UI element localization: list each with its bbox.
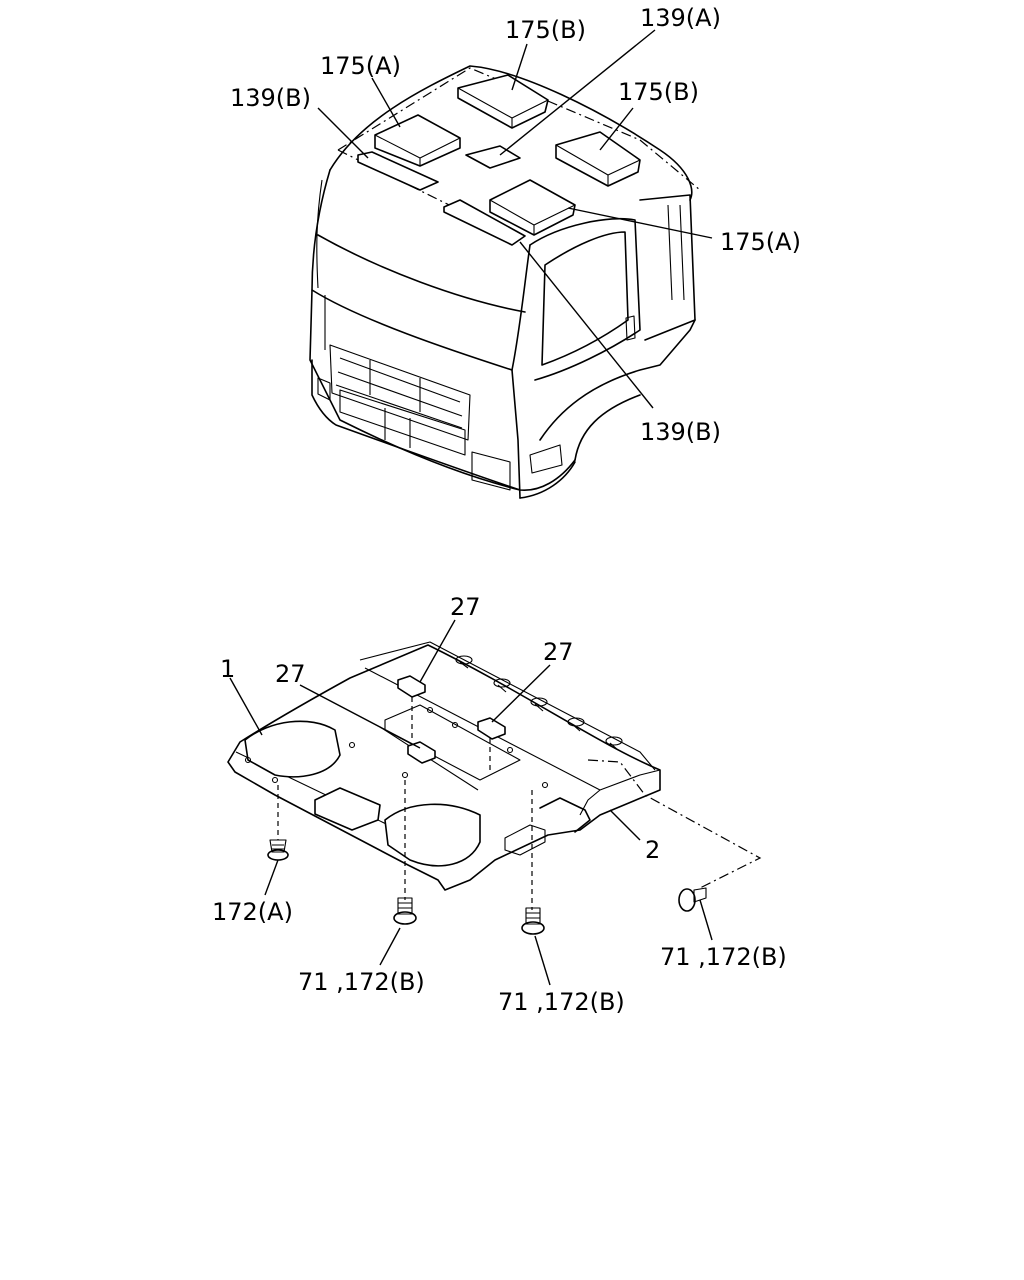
cab-labels: 175(B) 139(A) 175(A) 139(B) 175(B) 175(A…	[230, 4, 801, 446]
label-139a: 139(A)	[640, 4, 721, 32]
label-71-172b-mid: 71 ,172(B)	[498, 988, 625, 1016]
roof-pads	[357, 74, 641, 246]
clip-172b-right-icon	[678, 887, 707, 912]
label-175a-right: 175(A)	[720, 228, 801, 256]
pads-27	[397, 675, 506, 764]
label-27-right: 27	[543, 638, 574, 666]
label-71-172b-right: 71 ,172(B)	[660, 943, 787, 971]
headliner-labels: 27 27 27 1 2 172(A) 71 ,172(B) 71 ,172(B…	[212, 593, 787, 1016]
label-139b-bottom: 139(B)	[640, 418, 721, 446]
label-175a-left: 175(A)	[320, 52, 401, 80]
truck-cab-drawing	[309, 29, 713, 499]
label-139b-left: 139(B)	[230, 84, 311, 112]
screw-172b-mid-icon	[521, 907, 545, 935]
label-172a: 172(A)	[212, 898, 293, 926]
label-175b-right: 175(B)	[618, 78, 699, 106]
label-71-172b-left: 71 ,172(B)	[298, 968, 425, 996]
screw-172b-left-icon	[393, 897, 417, 925]
label-175b-top: 175(B)	[505, 16, 586, 44]
label-27-top: 27	[450, 593, 481, 621]
headliner-drawing	[227, 619, 762, 986]
screw-172a-icon	[267, 839, 289, 861]
label-2: 2	[645, 836, 660, 864]
label-1: 1	[220, 655, 235, 683]
label-27-left: 27	[275, 660, 306, 688]
